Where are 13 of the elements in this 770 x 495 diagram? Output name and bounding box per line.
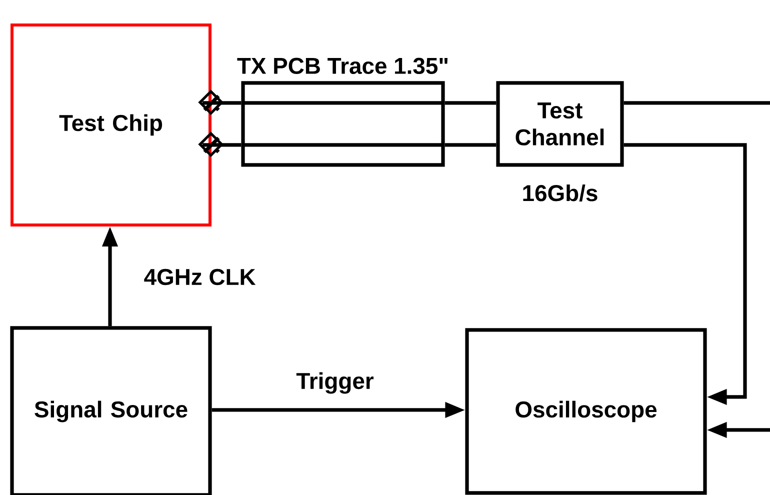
block-box: Test Chip [10, 24, 212, 226]
rate-label: 16Gb/s [523, 184, 598, 202]
block-box: Signal Source [10, 326, 212, 495]
connector-line [624, 101, 770, 105]
block-box: Test Channel [496, 81, 624, 167]
connector-line [444, 101, 496, 105]
edge-label: 4GHz CLK [144, 268, 256, 286]
connector-line [444, 143, 496, 147]
arrow [624, 143, 747, 406]
block-box: Oscilloscope [465, 328, 707, 495]
edge-label: Trigger [296, 372, 374, 394]
node-label: TX PCB Trace 1.35" [237, 58, 448, 74]
block-box: TX PCB Trace 1.35" [237, 58, 448, 167]
